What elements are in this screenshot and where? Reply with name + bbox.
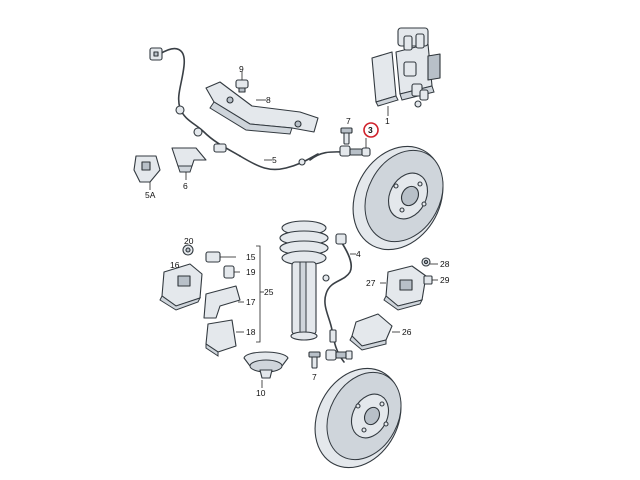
bracket-17 bbox=[203, 285, 244, 319]
connector-15 bbox=[205, 251, 236, 263]
bolt-lower bbox=[308, 351, 321, 369]
callout-18: 18 bbox=[246, 327, 256, 337]
callout-27: 27 bbox=[366, 278, 376, 288]
bracket-8 bbox=[205, 81, 319, 135]
abs-control-unit bbox=[371, 27, 441, 116]
callout-19: 19 bbox=[246, 267, 256, 277]
speed-sensor-lower bbox=[325, 349, 353, 361]
callout-4: 4 bbox=[356, 249, 361, 259]
bolt-upper bbox=[340, 127, 353, 145]
callout-7-lower: 7 bbox=[312, 372, 317, 382]
callout-5: 5 bbox=[272, 155, 277, 165]
bracket-18 bbox=[205, 319, 244, 357]
callout-3: 3 bbox=[368, 125, 373, 135]
brake-disc-lower bbox=[314, 367, 402, 469]
callout-5a: 5A bbox=[145, 190, 156, 200]
callout-15: 15 bbox=[246, 252, 256, 262]
wiring-harness bbox=[149, 47, 319, 171]
callout-28: 28 bbox=[440, 259, 450, 269]
callout-6: 6 bbox=[183, 181, 188, 191]
callout-3-highlight bbox=[363, 122, 379, 138]
brake-disc-upper bbox=[352, 145, 444, 251]
callout-8: 8 bbox=[266, 95, 271, 105]
group-bracket-25 bbox=[256, 245, 264, 343]
bracket-6 bbox=[171, 147, 207, 180]
clip-9 bbox=[235, 72, 249, 93]
callout-16: 16 bbox=[170, 260, 180, 270]
nut-28 bbox=[421, 257, 438, 267]
control-module-16 bbox=[159, 263, 203, 311]
callout-20: 20 bbox=[184, 236, 194, 246]
module-27 bbox=[380, 265, 427, 311]
callout-10: 10 bbox=[256, 388, 266, 398]
strut-assembly bbox=[279, 220, 329, 341]
callout-9: 9 bbox=[239, 64, 244, 74]
callout-25: 25 bbox=[264, 287, 274, 297]
sensor-cable-lower bbox=[322, 233, 356, 363]
callout-26: 26 bbox=[402, 327, 412, 337]
callout-29: 29 bbox=[440, 275, 450, 285]
callout-7-upper: 7 bbox=[346, 116, 351, 126]
bracket-5a bbox=[133, 155, 161, 190]
speed-sensor bbox=[309, 138, 371, 161]
callout-17: 17 bbox=[246, 297, 256, 307]
clip-19 bbox=[223, 265, 240, 279]
clamp-10 bbox=[243, 351, 289, 388]
nut-20 bbox=[182, 244, 194, 256]
clip-29 bbox=[423, 275, 438, 285]
cover-26 bbox=[349, 313, 400, 351]
callout-1: 1 bbox=[385, 116, 390, 126]
